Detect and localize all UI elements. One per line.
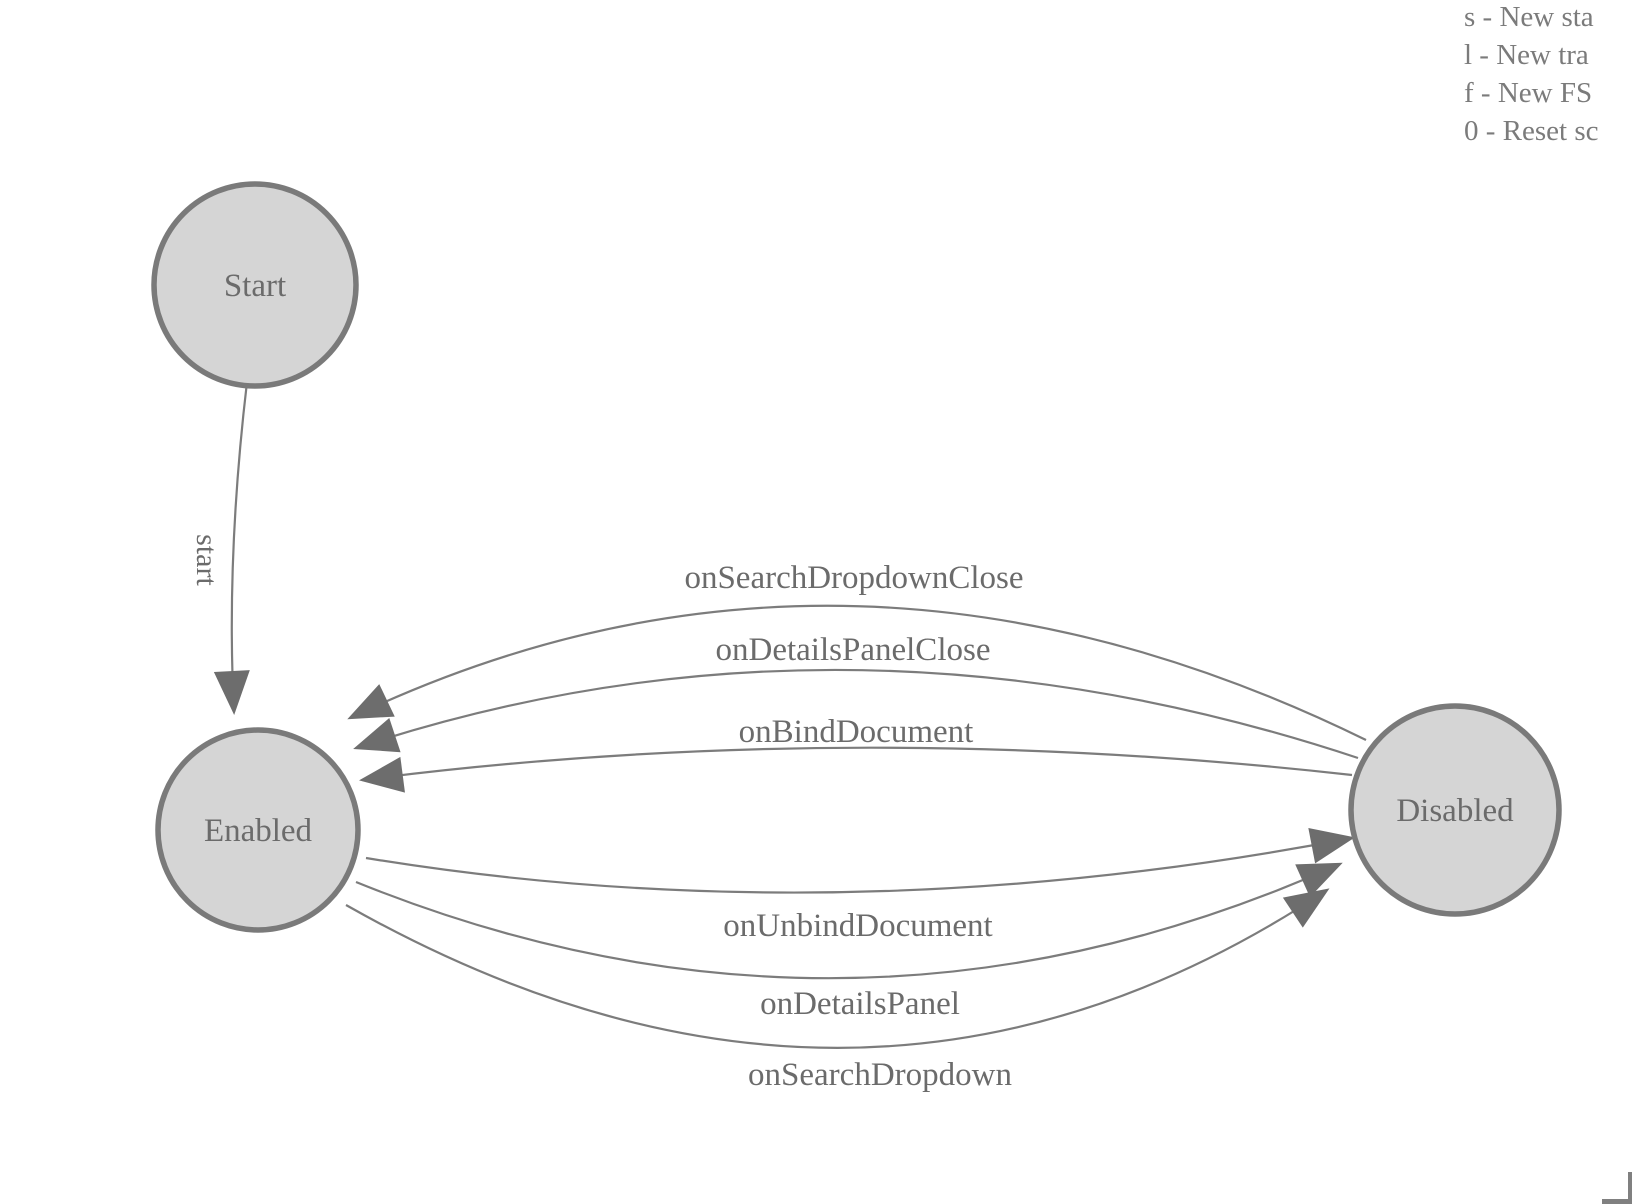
state-start[interactable]: Start	[151, 181, 359, 389]
transitions-layer: start onSearchDropdownClose onDetailsPan…	[190, 381, 1367, 1093]
corner-resize-marker	[1602, 1172, 1632, 1204]
transition-onDetailsPanel[interactable]	[355, 862, 1343, 980]
transition-onSearchDropdownClose-label[interactable]: onSearchDropdownClose	[684, 560, 1023, 596]
transition-onUnbindDocument[interactable]	[365, 828, 1355, 894]
transition-onDetailsPanel-label[interactable]: onDetailsPanel	[760, 986, 960, 1022]
help-line-new-state: s - New sta	[1464, 1, 1594, 33]
state-disabled-label: Disabled	[1396, 793, 1514, 829]
transition-onSearchDropdown-label[interactable]: onSearchDropdown	[748, 1057, 1012, 1093]
transition-onDetailsPanelClose[interactable]	[353, 668, 1359, 760]
state-enabled-circle[interactable]	[155, 727, 361, 933]
transition-onDetailsPanelClose-label[interactable]: onDetailsPanelClose	[716, 632, 991, 668]
transition-onBindDocument-label[interactable]: onBindDocument	[739, 714, 974, 750]
corner-mark-vertical	[1628, 1172, 1632, 1204]
transition-start-label[interactable]: start	[190, 534, 223, 586]
help-line-new-transition: l - New tra	[1464, 39, 1589, 71]
shortcut-help-panel: s - New sta l - New tra f - New FS 0 - R…	[1464, 1, 1599, 147]
help-line-reset-scale: 0 - Reset sc	[1464, 115, 1599, 147]
transition-onSearchDropdown[interactable]	[345, 888, 1330, 1049]
help-line-new-fsm: f - New FS	[1464, 77, 1592, 109]
state-start-label: Start	[224, 268, 286, 304]
transition-onSearchDropdownClose[interactable]	[347, 604, 1367, 741]
state-start-circle[interactable]	[151, 181, 359, 389]
state-enabled[interactable]: Enabled	[155, 727, 361, 933]
state-disabled-circle[interactable]	[1348, 703, 1562, 917]
state-enabled-label: Enabled	[204, 813, 313, 849]
states-layer: Start Enabled Disabled	[151, 181, 1562, 933]
transition-start[interactable]	[213, 381, 250, 715]
transition-onUnbindDocument-label[interactable]: onUnbindDocument	[723, 908, 992, 944]
transition-onBindDocument[interactable]	[359, 746, 1353, 793]
state-disabled[interactable]: Disabled	[1348, 703, 1562, 917]
corner-mark-horizontal	[1602, 1199, 1632, 1204]
